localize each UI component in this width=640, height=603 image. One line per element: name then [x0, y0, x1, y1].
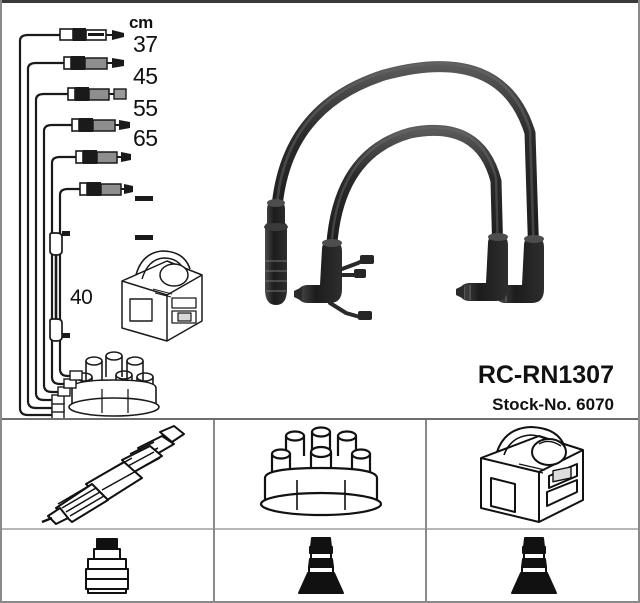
- cable-length-5-dash: [135, 196, 153, 201]
- legend-panel-distributor-cap: [214, 420, 428, 601]
- frame-left-border: [0, 0, 2, 603]
- product-code: RC-RN1307: [477, 361, 614, 389]
- harness-terminals: [51, 370, 83, 418]
- legend-panel-ignition-coil: [427, 420, 639, 601]
- wiring-harness-schematic: [18, 28, 203, 418]
- cable-length-6-dash: [135, 235, 153, 240]
- legend-panel-row: [2, 420, 639, 601]
- frame-top-border: [0, 0, 640, 3]
- cable-length-3: 55: [133, 95, 158, 121]
- spark-plug-boot-icon: [85, 537, 130, 594]
- ignition-coil-icon: [479, 426, 584, 523]
- coil-lead-cable: [49, 231, 70, 342]
- stock-number: Stock-No. 6070: [492, 395, 614, 414]
- cable-length-2: 45: [133, 63, 158, 89]
- frame-bottom-border: [0, 601, 640, 603]
- distributor-cap-drawing: [68, 351, 160, 417]
- section-divider: [2, 418, 638, 420]
- coil-lead-length: 40: [70, 286, 93, 309]
- panel-bottom-coil-boot: [427, 530, 638, 601]
- ignition-cable-photos: [264, 61, 544, 320]
- panel-top-distributor-cap: [214, 420, 426, 530]
- inner-ignition-cable: [294, 124, 508, 320]
- spark-plug-icon: [41, 425, 186, 525]
- frame-right-border: [638, 0, 640, 603]
- panel-top-ignition-coil: [427, 420, 639, 530]
- unit-header: cm: [129, 13, 153, 32]
- panel-bottom-spark-plug-boot: [2, 530, 213, 601]
- ignition-coil-drawing: [121, 250, 203, 342]
- cable-length-4: 65: [133, 125, 158, 151]
- distributor-cap-icon: [259, 426, 383, 517]
- legend-panel-spark-plug: [2, 420, 215, 601]
- cable-length-1: 37: [133, 31, 158, 57]
- panel-top-spark-plug: [2, 420, 213, 530]
- distributor-boot-icon: [298, 536, 344, 594]
- cable-connector-group: [59, 28, 133, 196]
- main-illustration-area: cm 37 45 55 65 40: [2, 3, 638, 418]
- panel-bottom-distributor-boot: [215, 530, 426, 601]
- coil-boot-icon: [510, 536, 557, 594]
